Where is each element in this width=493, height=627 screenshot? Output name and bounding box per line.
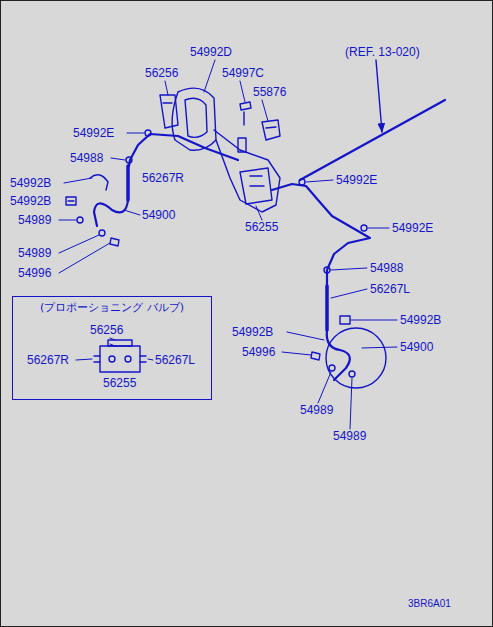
brake-hose	[325, 286, 329, 330]
inset-heading: (プロポーショニング バルブ)	[13, 297, 211, 315]
callout-number: 54997C	[222, 66, 264, 80]
reference-note: (REF. 13-020)	[345, 45, 420, 59]
callout-number: 54900	[142, 208, 175, 222]
bolt	[110, 238, 119, 246]
clip	[299, 179, 305, 185]
callout-number: 54996	[18, 266, 51, 280]
bolt	[311, 352, 320, 360]
brake-tube	[94, 200, 128, 226]
callout-number: 55876	[253, 85, 286, 99]
clip	[340, 316, 350, 324]
callout-number: 54992E	[73, 126, 114, 140]
washer	[99, 230, 105, 236]
bracket	[160, 95, 178, 128]
proportioning-valve	[76, 338, 153, 372]
ref-brake-line	[300, 100, 445, 180]
callout-number: 56256	[90, 323, 123, 337]
clip	[262, 120, 280, 140]
callout-number: 56255	[245, 220, 278, 234]
flare-nut	[126, 157, 132, 163]
callout-number: 54988	[370, 261, 403, 275]
brake-line	[272, 184, 370, 286]
washer	[77, 217, 83, 223]
flare-nut	[324, 267, 330, 273]
callout-number: 54989	[18, 246, 51, 260]
callout-number: 54992E	[392, 221, 433, 235]
leader-lines	[59, 60, 397, 429]
callout-number: 54988	[70, 151, 103, 165]
callout-number: 54900	[400, 340, 433, 354]
bolt	[240, 102, 251, 125]
callout-number: 56267R	[27, 353, 69, 367]
callout-number: 54989	[333, 429, 366, 443]
callout-number: 54992D	[190, 45, 232, 59]
callout-number: 54996	[242, 345, 275, 359]
ref-arrow	[376, 60, 382, 132]
callout-number: 54989	[18, 213, 51, 227]
callout-number: 56256	[145, 66, 178, 80]
brake-hose	[126, 166, 130, 200]
clip	[66, 197, 76, 205]
callout-number: 56267L	[155, 353, 195, 367]
master-cylinder	[172, 88, 280, 212]
callout-number: 54992B	[10, 176, 51, 190]
callout-number: 56255	[103, 376, 136, 390]
callout-number: 54992E	[336, 173, 377, 187]
callout-number: 54989	[300, 403, 333, 417]
backing-plate	[326, 328, 386, 388]
washer	[349, 371, 355, 377]
callout-number: 54992B	[232, 325, 273, 339]
clip	[145, 130, 151, 136]
washer	[329, 365, 335, 371]
drawing-code: 3BR6A01	[408, 597, 451, 611]
clip	[361, 225, 367, 231]
callout-number: 56267L	[370, 282, 410, 296]
brake-line	[129, 134, 238, 166]
brake-tube	[327, 330, 350, 380]
callout-number: 56267R	[142, 171, 184, 185]
hose-clip	[90, 175, 108, 190]
callout-number: 54992B	[400, 313, 441, 327]
callout-number: 54992B	[10, 194, 51, 208]
